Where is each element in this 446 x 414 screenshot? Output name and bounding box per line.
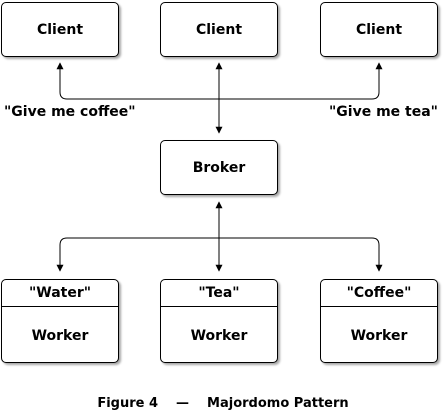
worker-bus-line [56, 237, 383, 272]
broker-box: Broker [160, 140, 278, 195]
broker-label: Broker [192, 159, 246, 176]
worker-box-coffee: "Coffee" Worker [320, 279, 438, 363]
worker-role-label: Worker [190, 328, 248, 344]
caption-dash: — [176, 396, 190, 411]
worker-box-water: "Water" Worker [1, 279, 119, 363]
client-label: Client [36, 21, 84, 38]
worker-role-label: Worker [350, 328, 408, 344]
client-box-center: Client [160, 2, 278, 57]
worker-service-label: "Water" [2, 280, 118, 307]
figure-caption: Figure 4 — Majordomo Pattern [0, 396, 446, 411]
request-label-tea: "Give me tea" [329, 104, 438, 120]
worker-service-label: "Coffee" [321, 280, 437, 307]
request-label-coffee: "Give me coffee" [4, 104, 136, 120]
worker-role-label: Worker [31, 328, 89, 344]
worker-service-label: "Tea" [161, 280, 277, 307]
client-box-right: Client [320, 2, 438, 57]
client-box-left: Client [1, 2, 119, 57]
client-label: Client [195, 21, 243, 38]
figure-title: Majordomo Pattern [207, 396, 349, 411]
figure-number: Figure 4 [97, 396, 159, 411]
client-label: Client [355, 21, 403, 38]
worker-box-tea: "Tea" Worker [160, 279, 278, 363]
